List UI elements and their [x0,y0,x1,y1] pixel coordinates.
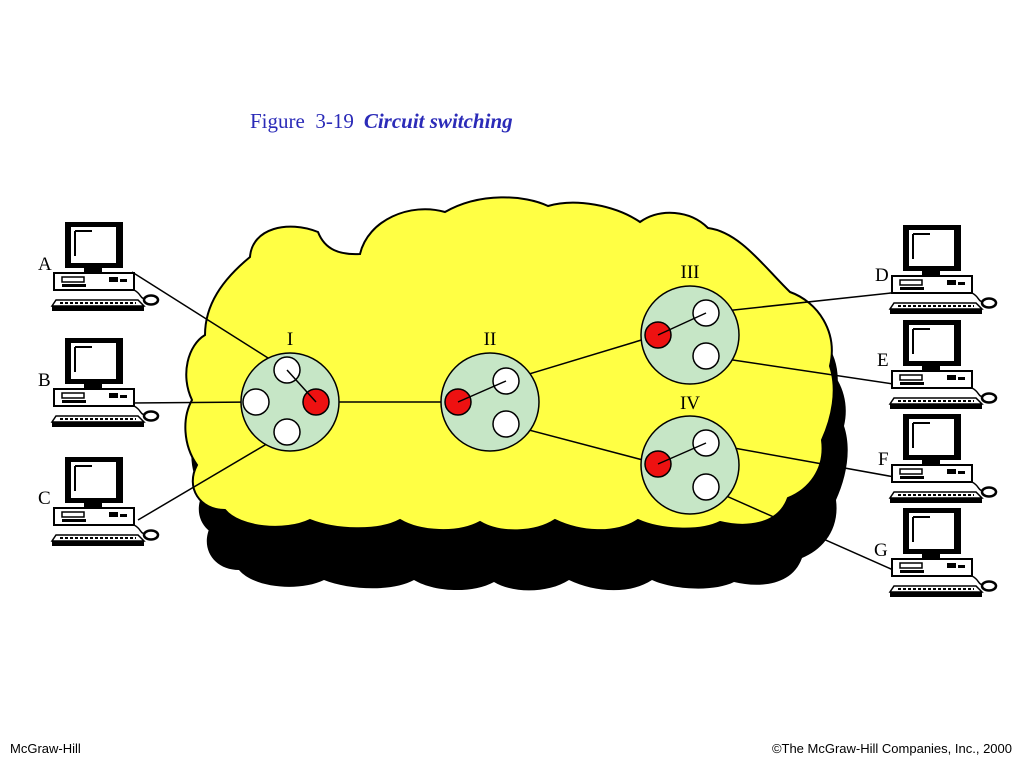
computer-icon-station-f [888,412,998,505]
link-switch-ii-switch-iii [505,334,659,382]
station-a-label: A [38,254,52,275]
station-d-label: D [875,265,889,286]
link-switch-iii-d [705,291,901,314]
computer-icon-station-d [888,223,998,316]
figure-number: Figure 3-19 [250,109,354,133]
switch-i-label: I [287,329,293,350]
computer-icon-station-a [50,220,160,313]
computer-icon-station-b [50,336,160,429]
computer-icon-station-c [50,455,160,548]
link-a-switch-i [131,271,288,371]
switch-i [240,352,340,452]
link-switch-iii-e [705,355,901,386]
switch-iv-label: IV [680,393,700,414]
figure-title: Figure 3-19 Circuit switching [250,109,513,134]
computer-icon-station-e [888,318,998,411]
switch-ii [440,352,540,452]
switch-ii-label: II [484,329,497,350]
switch-i-port [273,418,301,446]
switch-i-port [242,388,270,416]
switch-i-body [240,352,340,452]
station-b-label: B [38,370,51,391]
station-g-label: G [874,540,888,561]
footer-publisher: McGraw-Hill [10,741,81,756]
figure-caption: Circuit switching [363,109,513,133]
station-c-label: C [38,488,51,509]
switch-iv-port [692,473,720,501]
switch-iii [640,285,740,385]
computer-icon-station-g [888,506,998,599]
station-f-label: F [878,449,889,470]
link-switch-iv-f [705,442,901,479]
footer-copyright: ©The McGraw-Hill Companies, Inc., 2000 [771,741,1012,756]
switch-iii-port [692,342,720,370]
switch-iii-label: III [681,262,700,283]
switch-ii-port [492,410,520,438]
link-c-switch-i [137,431,288,521]
station-e-label: E [877,350,889,371]
switch-iv [640,415,740,515]
link-b-switch-i [131,401,257,404]
link-switch-iv-g [705,486,901,574]
link-switch-ii-switch-iv [505,423,659,465]
